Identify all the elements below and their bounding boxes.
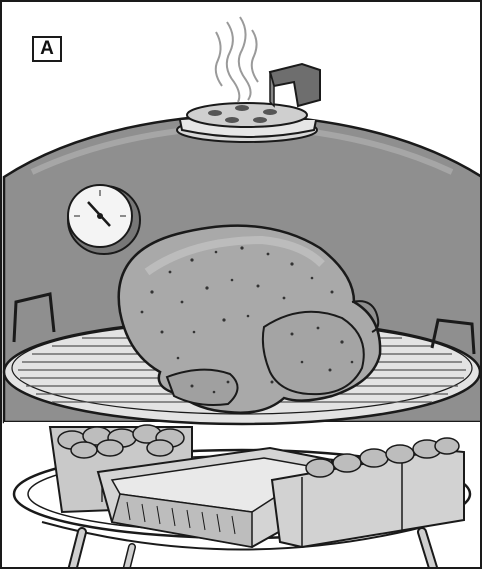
panel-label: A	[32, 36, 62, 62]
thermometer-icon	[68, 185, 140, 254]
vent-damper-icon	[177, 64, 320, 142]
smoke-icon	[216, 17, 258, 102]
